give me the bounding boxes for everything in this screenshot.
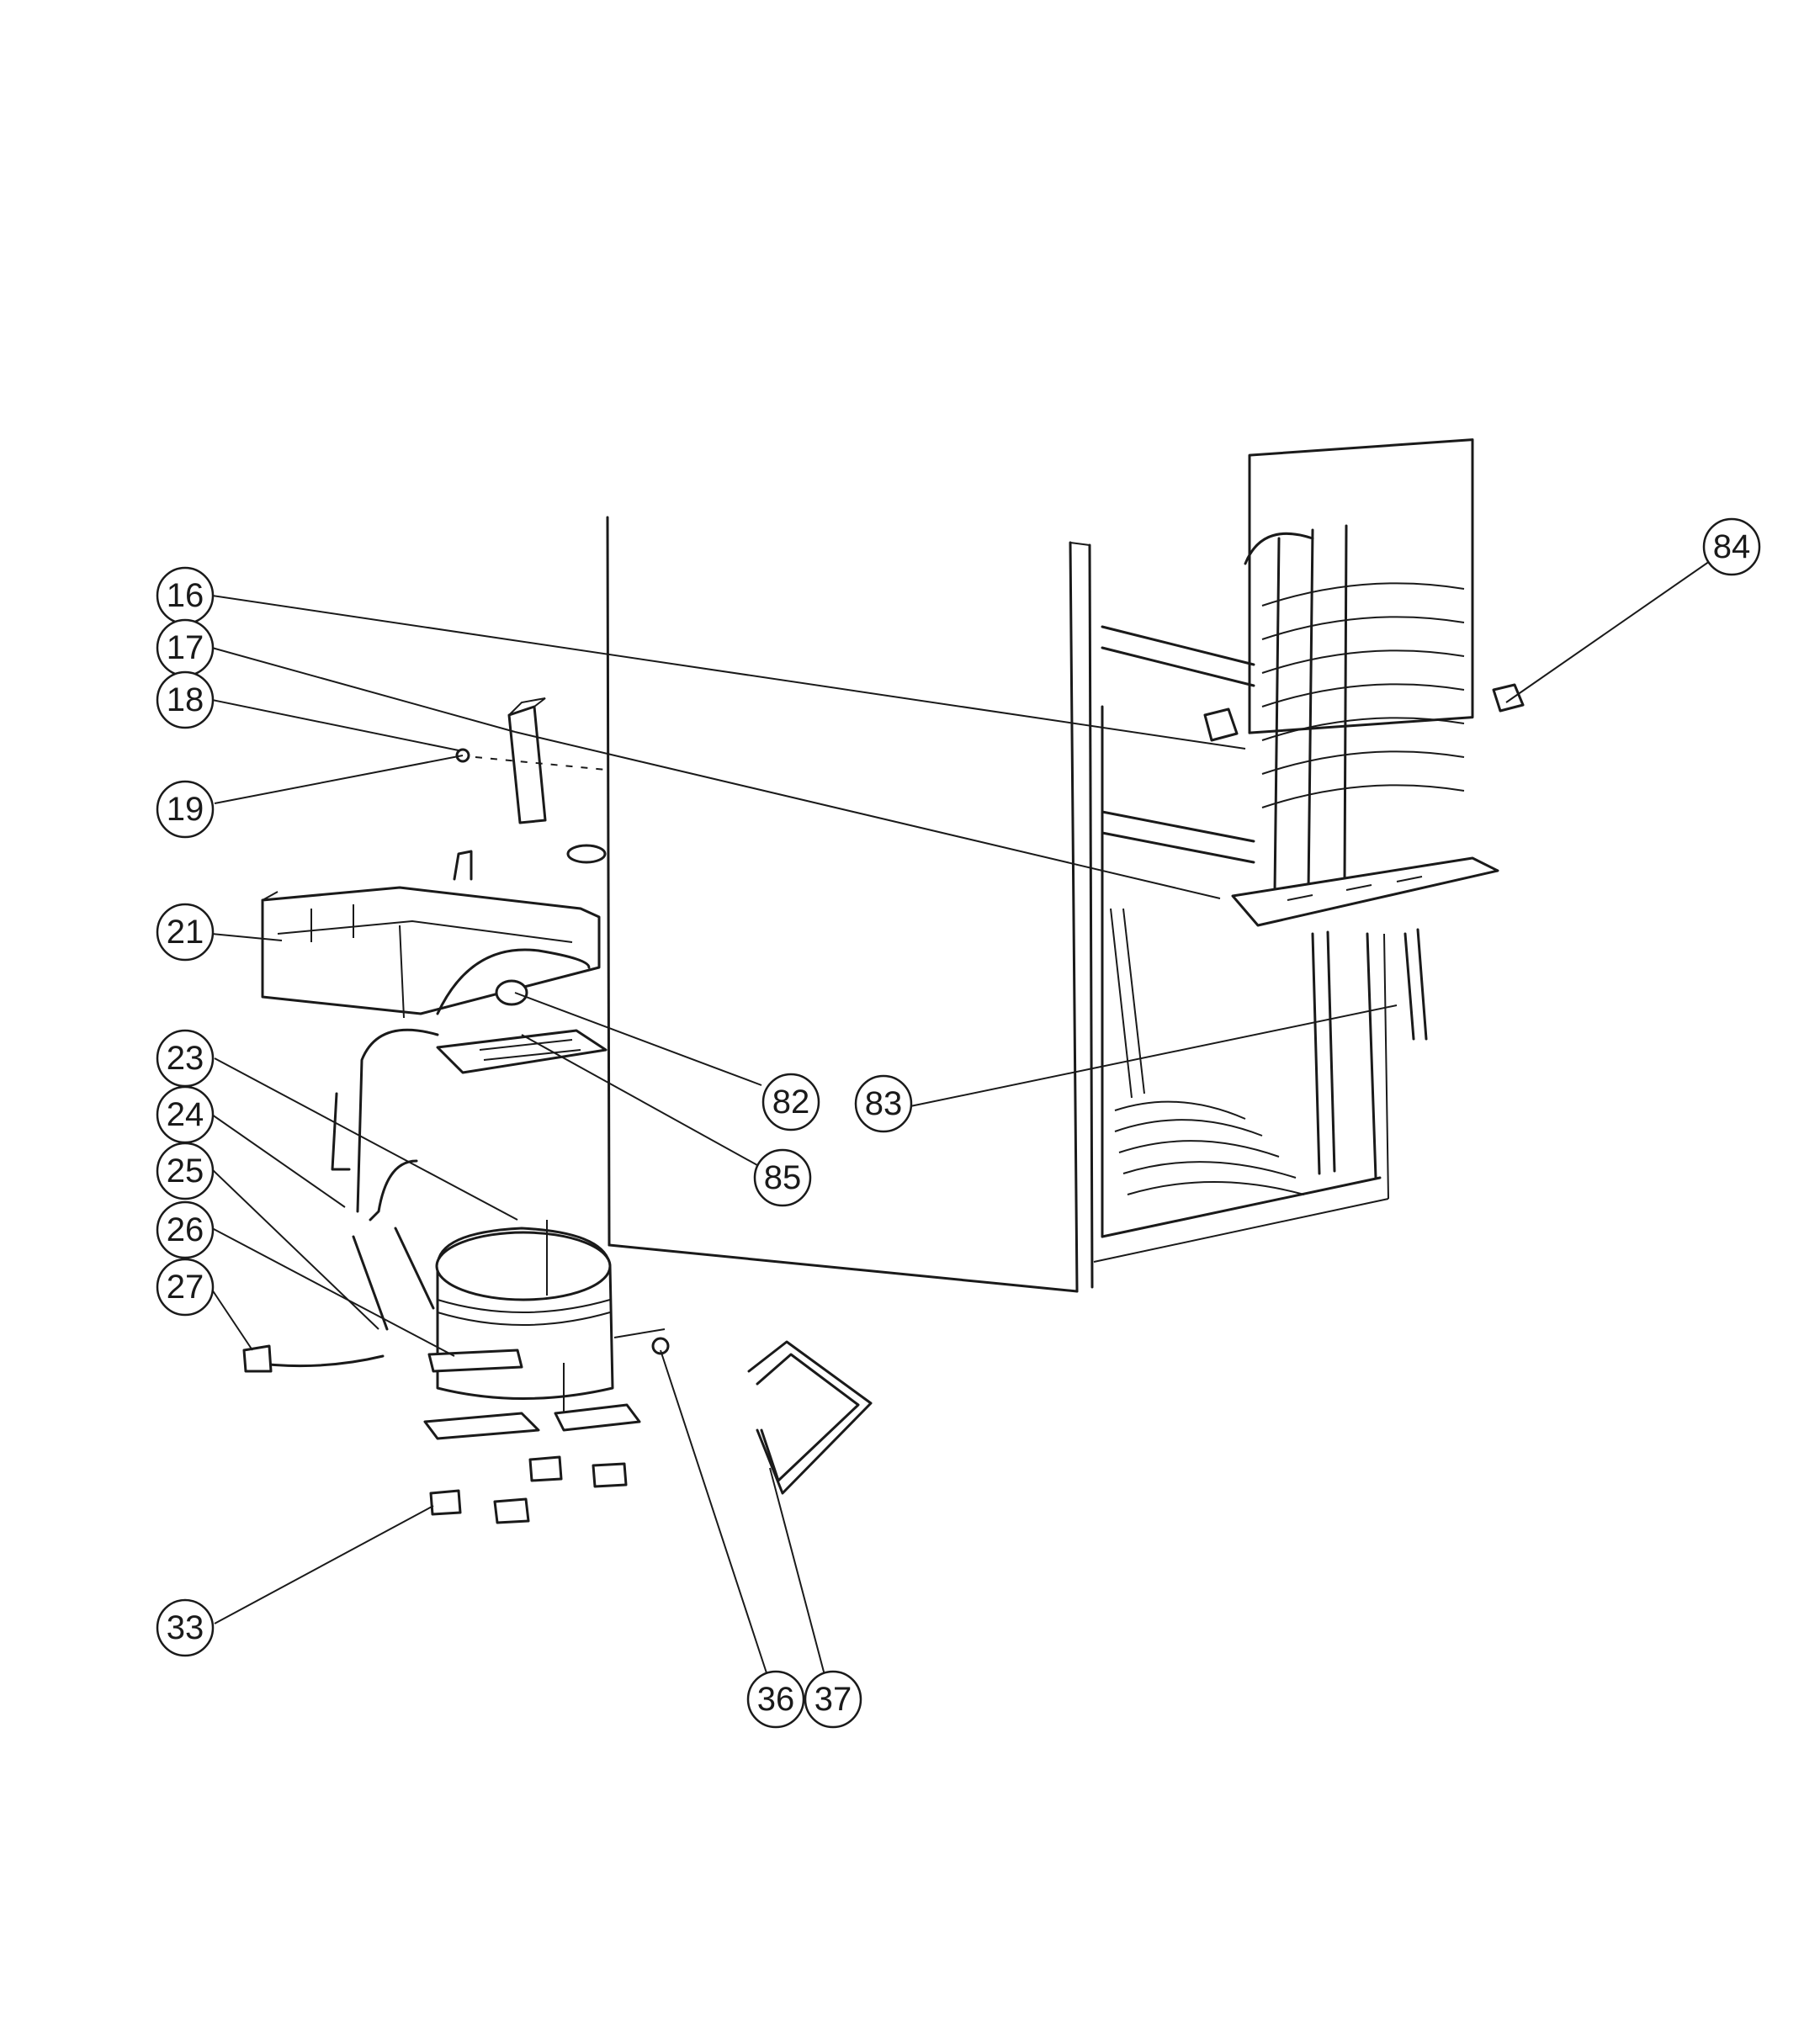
callout-circle <box>854 1074 913 1133</box>
callout-24: 24 <box>156 1085 215 1144</box>
callout-label: 33 <box>167 1609 204 1646</box>
callout-label: 82 <box>772 1084 810 1121</box>
callout-circle <box>156 1200 215 1259</box>
callout-16: 16 <box>156 566 215 625</box>
drain-pan <box>436 1029 608 1074</box>
callout-27: 27 <box>156 1258 215 1317</box>
callout-circle <box>1702 517 1761 576</box>
callout-label: 21 <box>167 914 204 951</box>
callout-19: 19 <box>156 780 215 839</box>
callout-label: 19 <box>167 791 204 828</box>
callout-label: 27 <box>167 1269 204 1306</box>
callout-label: 83 <box>865 1085 903 1122</box>
callout-circle <box>156 780 215 839</box>
callout-25: 25 <box>156 1142 215 1200</box>
callout-18: 18 <box>156 670 215 729</box>
callout-label: 18 <box>167 681 204 718</box>
callout-26: 26 <box>156 1200 215 1259</box>
leader-lines <box>210 559 1713 1692</box>
callout-circle <box>746 1670 805 1729</box>
callout-label: 25 <box>167 1153 204 1190</box>
callout-circle <box>156 1258 215 1317</box>
power-cord <box>242 1344 385 1373</box>
electrical-box <box>455 697 607 824</box>
compressor-base-tray <box>261 844 607 1019</box>
callout-circle <box>156 1598 215 1657</box>
callout-label: 85 <box>764 1159 802 1196</box>
cabinet-body <box>606 516 1389 1293</box>
callout-83: 83 <box>854 1074 913 1133</box>
evaporator-coil <box>1203 438 1525 1041</box>
callout-36: 36 <box>746 1670 805 1729</box>
callout-17: 17 <box>156 618 215 677</box>
callout-label: 24 <box>167 1096 204 1133</box>
callout-37: 37 <box>804 1670 862 1729</box>
callout-circle <box>156 1142 215 1200</box>
callout-label: 16 <box>167 577 204 614</box>
callout-84: 84 <box>1702 517 1761 576</box>
callout-33: 33 <box>156 1598 215 1657</box>
callout-circle <box>156 670 215 729</box>
callout-label: 84 <box>1713 528 1751 565</box>
callout-circle <box>156 903 215 962</box>
retaining-clip <box>747 1340 873 1495</box>
callout-circle <box>804 1670 862 1729</box>
callout-label: 37 <box>814 1681 852 1718</box>
callout-label: 36 <box>757 1681 795 1718</box>
callout-label: 23 <box>167 1040 204 1077</box>
callout-23: 23 <box>156 1029 215 1088</box>
refrigerant-tubing <box>331 1028 439 1331</box>
callout-circle <box>761 1073 820 1131</box>
callout-85: 85 <box>753 1148 812 1207</box>
callout-label: 17 <box>167 629 204 666</box>
callout-label: 26 <box>167 1211 204 1248</box>
callout-21: 21 <box>156 903 215 962</box>
callout-82: 82 <box>761 1073 820 1131</box>
callout-circle <box>753 1148 812 1207</box>
rubber-feet <box>429 1455 628 1524</box>
compressor <box>423 1220 670 1440</box>
